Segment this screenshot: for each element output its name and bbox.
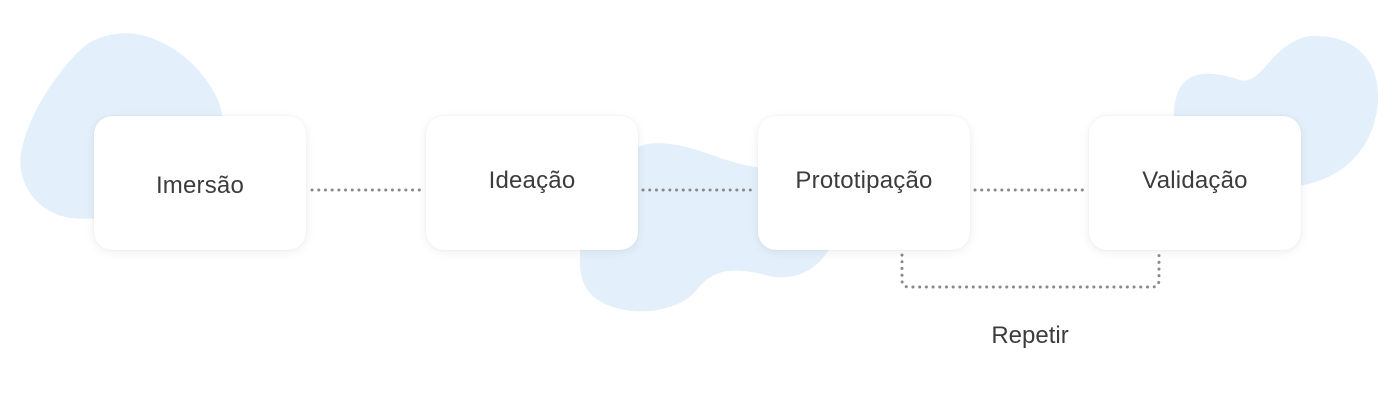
step-label-prototipacao: Prototipação <box>795 167 933 194</box>
step-card-prototipacao: Prototipação <box>758 116 970 250</box>
step-card-imersao: Imersão <box>94 116 306 250</box>
repeat-loop-label: Repetir <box>991 322 1069 349</box>
step-card-validacao: Validação <box>1089 116 1301 250</box>
step-label-ideacao: Ideação <box>488 167 576 194</box>
repeat-loop-connector <box>900 253 1161 289</box>
step-label-imersao: Imersão <box>155 172 245 199</box>
step-card-ideacao: Ideação <box>426 116 638 250</box>
step-label-validacao: Validação <box>1142 167 1248 194</box>
